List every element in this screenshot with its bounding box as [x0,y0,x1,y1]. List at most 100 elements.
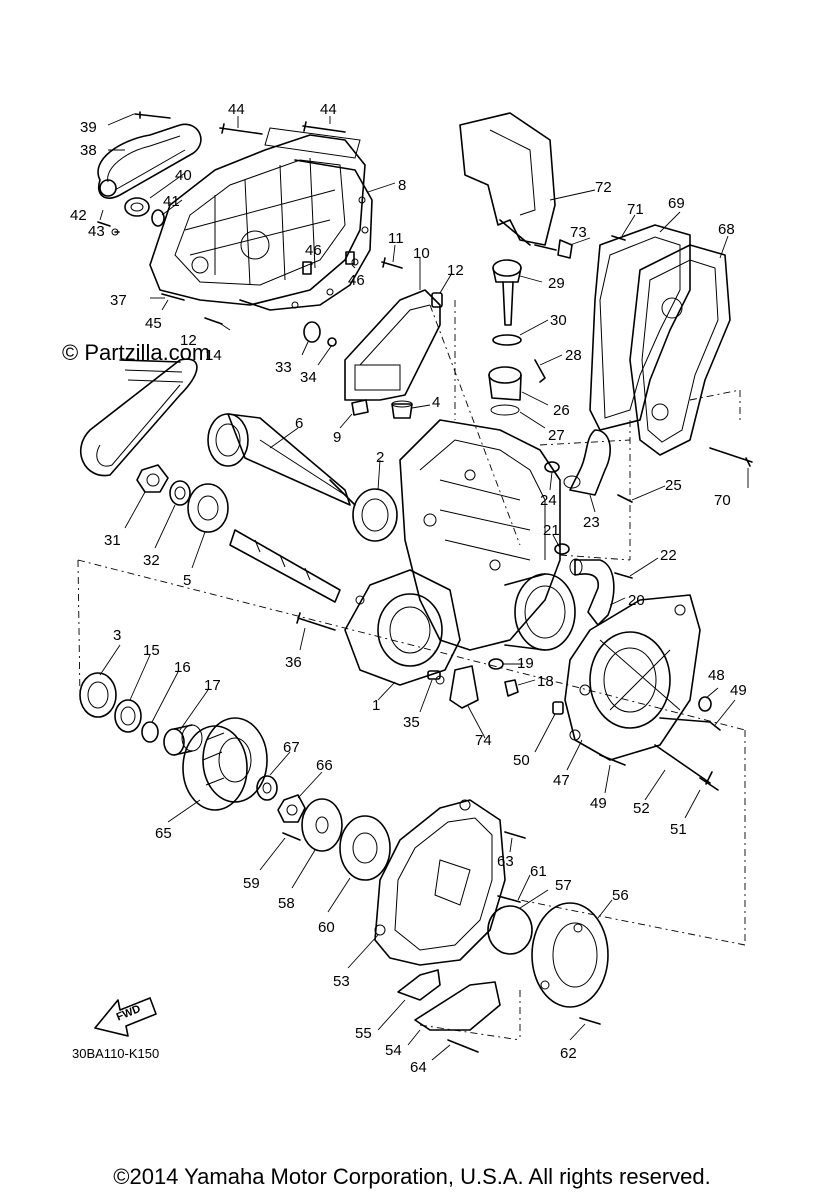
callout-59: 59 [243,875,260,892]
plate-58 [301,798,343,852]
bolt-71 [611,235,626,241]
callout-4: 4 [432,394,440,411]
callout-45: 45 [145,315,162,332]
callout-56: 56 [612,887,629,904]
callout-21: 21 [543,522,560,539]
guide-74 [449,665,479,709]
callout-50: 50 [513,752,530,769]
hose-20 [569,558,615,626]
callout-2: 2 [376,449,384,466]
gasket-8 [239,159,373,311]
callout-38: 38 [80,142,97,159]
fwd-arrow-icon: FWD [94,997,157,1037]
leader-lines [99,113,749,1061]
callout-17: 17 [204,677,221,694]
housing-26 [488,359,546,401]
callout-9: 9 [333,429,341,446]
callout-6: 6 [295,415,303,432]
bolts-61-63 [497,831,526,903]
crankcase-half-1 [344,569,461,686]
bearing-2 [352,488,398,542]
callout-32: 32 [143,552,160,569]
callout-15: 15 [143,642,160,659]
callout-49b: 49 [590,795,607,812]
callout-67: 67 [283,739,300,756]
bolt-70 [709,447,753,467]
callout-1: 1 [372,697,380,714]
callout-73: 73 [570,224,587,241]
callout-23: 23 [583,514,600,531]
countershaft [229,529,341,603]
callout-47: 47 [553,772,570,789]
callout-16: 16 [174,659,191,676]
callout-52: 52 [633,800,650,817]
callout-14: 14 [205,347,222,364]
callout-34: 34 [300,369,317,386]
callout-27: 27 [548,427,565,444]
callout-44b: 44 [320,101,337,118]
gear-5 [187,483,229,533]
bolt-18-washer-19 [488,658,519,697]
pulley-65 [182,717,268,811]
callout-20: 20 [628,592,645,609]
bolt-44-left [219,123,263,135]
main-crankcase [399,419,576,651]
callout-51: 51 [670,821,687,838]
callout-70: 70 [714,492,731,509]
copyright-notice: ©2014 Yamaha Motor Corporation, U.S.A. A… [113,1164,711,1189]
callout-64: 64 [410,1059,427,1076]
callout-46b: 46 [348,272,365,289]
callout-61: 61 [530,863,547,880]
callout-63: 63 [497,853,514,870]
bolt-59 [282,832,301,841]
callout-46a: 46 [305,242,322,259]
drive-belt-main [79,358,198,477]
bearing-3 [79,672,117,718]
cover-56 [531,902,609,1008]
bracket-72 [459,112,556,246]
drive-belt-upper [97,123,202,199]
watermark: © Partzilla.com [62,340,210,365]
callout-58: 58 [278,895,295,912]
callout-41: 41 [163,193,180,210]
bolts-49-51-52 [599,717,721,791]
callout-24: 24 [540,492,557,509]
callout-62: 62 [560,1045,577,1062]
callout-37: 37 [110,292,127,309]
callout-57: 57 [555,877,572,894]
callout-8: 8 [398,177,406,194]
housing-47 [564,594,701,761]
bolt-62 [579,1017,601,1025]
crankcase-cover-37 [149,134,366,306]
cap-57 [487,905,533,955]
bolt-73 [534,239,573,259]
callout-labels: 39 38 40 41 42 43 44 44 8 37 45 12 14 46… [70,101,747,1076]
bolt-36 [296,612,336,631]
callout-19: 19 [517,655,534,672]
callout-40: 40 [175,167,192,184]
o-ring-30 [492,334,522,346]
clip-24-25 [544,461,633,503]
callout-31: 31 [104,532,121,549]
washer-31-32 [136,464,191,506]
gasket-69 [589,224,691,431]
callout-74: 74 [475,732,492,749]
diagram-code: 30BA110-K150 [72,1046,159,1061]
callout-43: 43 [88,223,105,240]
callout-18: 18 [537,673,554,690]
dowels-46 [302,251,355,275]
callout-72: 72 [595,179,612,196]
callout-36: 36 [285,654,302,671]
bolt-44-right [264,121,361,159]
callout-10: 10 [413,245,430,262]
callout-28: 28 [565,347,582,364]
callout-33: 33 [275,359,292,376]
guard-54-55 [397,969,501,1031]
collar-17 [163,724,203,756]
o-ring-16 [141,721,159,743]
rotor-60 [339,815,391,881]
callout-69: 69 [668,195,685,212]
callout-39: 39 [80,119,97,136]
bolt-39 [134,111,171,119]
